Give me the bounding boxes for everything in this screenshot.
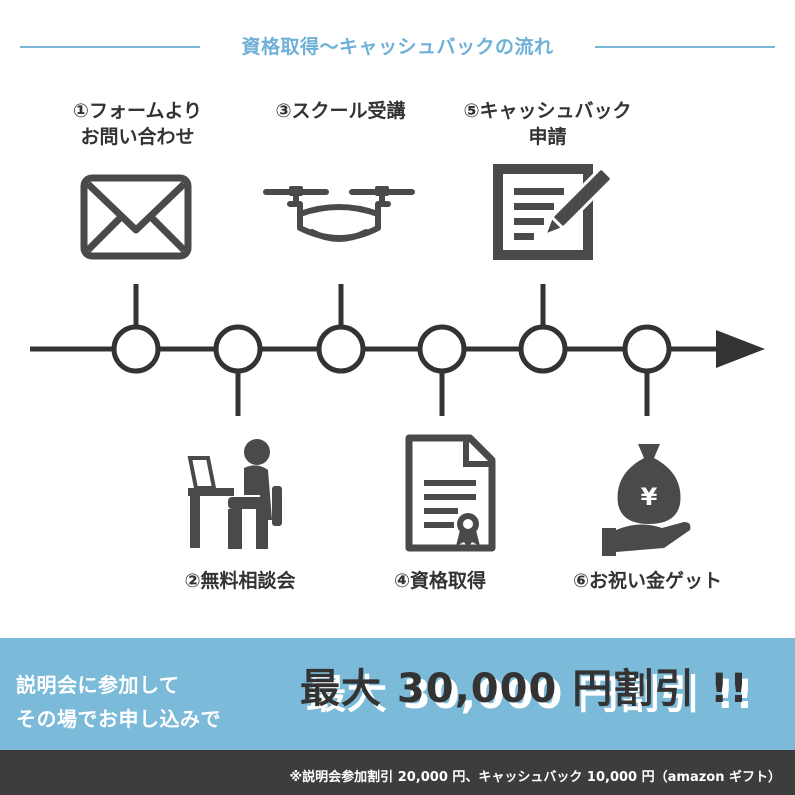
title-row: 資格取得〜キャッシュバックの流れ [0,28,795,64]
money-bag-hand-icon [602,444,691,556]
step-3-label: ③スクール受講 [275,100,406,122]
timeline-node-6 [622,324,672,374]
step-6-label: ⑥お祝い金ゲット [572,570,723,592]
drone-icon [263,189,415,242]
banner-subtext: 説明会に参加して その場でお申し込みで [16,673,221,731]
step-1-label: ①フォームよりお問い合わせ [72,100,203,148]
envelope-icon [80,174,192,260]
svg-text:¥: ¥ [641,483,658,511]
timeline-node-2 [213,324,263,374]
timeline: ¥ [30,164,765,556]
timeline-arrow-head [716,330,765,368]
footer-note: ※説明会参加割引 20,000 円、キャッシュバック 10,000 円（amaz… [289,770,781,785]
headline-text: 最大 30,000 円割引 !! [300,666,749,712]
promo-banner: 説明会に参加して その場でお申し込みで 最大 30,000 円割引 !! 最大 … [0,638,795,750]
timeline-node-5 [518,324,568,374]
timeline-node-1 [111,324,161,374]
footer-bar: ※説明会参加割引 20,000 円、キャッシュバック 10,000 円（amaz… [0,750,795,795]
page-title: 資格取得〜キャッシュバックの流れ [0,32,795,59]
title-divider-left [20,46,200,48]
desk-consultation-icon [187,439,282,549]
title-divider-right [595,46,775,48]
timeline-node-3 [316,324,366,374]
form-pen-icon [493,164,613,260]
timeline-node-4 [417,324,467,374]
headline-shadow: 最大 30,000 円割引 !! [306,672,755,718]
banner-headline: 最大 30,000 円割引 !! 最大 30,000 円割引 !! [300,656,790,736]
certificate-document-icon [405,434,496,552]
step-5-label: ⑤キャッシュバック申請 [463,100,632,148]
step-4-label: ④資格取得 [393,570,487,592]
step-2-label: ②無料相談会 [184,570,296,592]
